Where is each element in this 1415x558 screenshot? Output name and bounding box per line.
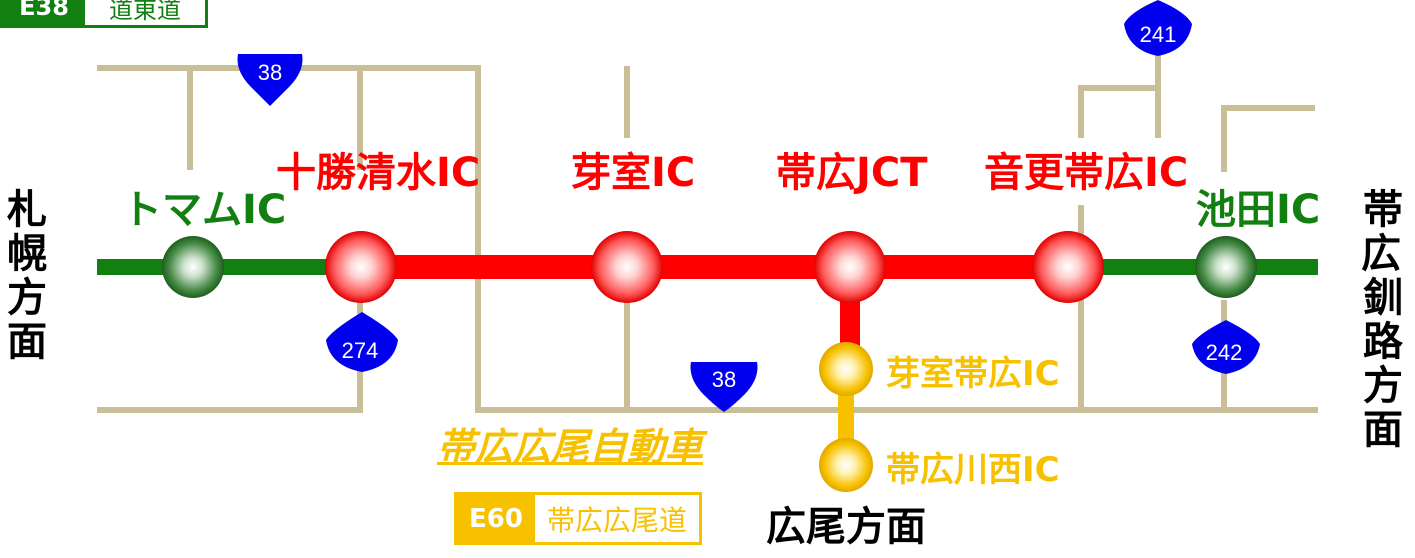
route-274-shield: 274 (326, 312, 398, 372)
direction-hiroo: 広尾方面 (766, 504, 926, 550)
marker-tomamu (162, 236, 224, 298)
e38-route-badge: E38 道東道 (0, 0, 208, 28)
e60-route-badge: E60 帯広広尾道 (454, 492, 702, 545)
marker-tokachi-shimizu (325, 231, 397, 303)
e60-code: E60 (457, 495, 535, 542)
route-38-shield-north: 38 (237, 54, 303, 106)
route-shields: 38 274 38 241 242 (237, 0, 1260, 412)
marker-memuro (591, 231, 663, 303)
label-tokachi-shimizu-ic: 十勝清水IC (276, 150, 481, 196)
label-obihiro-kawanishi-ic: 帯広川西IC (886, 450, 1060, 490)
svg-text:38: 38 (712, 367, 736, 392)
label-ikeda-ic: 池田IC (1196, 187, 1321, 233)
interchange-markers (162, 231, 1257, 492)
route-242-shield: 242 (1192, 320, 1260, 374)
label-memuro-ic: 芽室IC (571, 150, 696, 196)
direction-obihiro-kushiro: 帯広・釧路方面 (1361, 187, 1415, 453)
direction-sapporo: 札幌方面 (7, 187, 47, 365)
marker-obihiro-kawanishi (819, 438, 873, 492)
route-38-shield-south: 38 (690, 362, 758, 412)
marker-obihiro-jct (814, 231, 886, 303)
marker-otofuke-obihiro (1032, 231, 1104, 303)
marker-memuro-obihiro (819, 342, 873, 396)
label-memuro-obihiro-ic: 芽室帯広IC (886, 354, 1060, 394)
expressway-lines (97, 255, 1318, 465)
e60-name: 帯広広尾道 (535, 495, 699, 542)
svg-text:241: 241 (1140, 22, 1177, 47)
label-otofuke-obihiro-ic: 音更帯広IC (984, 150, 1189, 196)
expressway-name: 帯広広尾自動車 (437, 425, 704, 469)
label-tomamu-ic: トマムIC (122, 187, 287, 233)
route-241-shield: 241 (1124, 0, 1192, 56)
e38-name: 道東道 (85, 0, 205, 25)
e38-code: E38 (3, 0, 85, 25)
marker-ikeda (1195, 236, 1257, 298)
label-obihiro-jct: 帯広JCT (776, 150, 928, 196)
svg-text:38: 38 (258, 60, 282, 85)
svg-text:242: 242 (1206, 340, 1243, 365)
svg-text:274: 274 (342, 338, 379, 363)
